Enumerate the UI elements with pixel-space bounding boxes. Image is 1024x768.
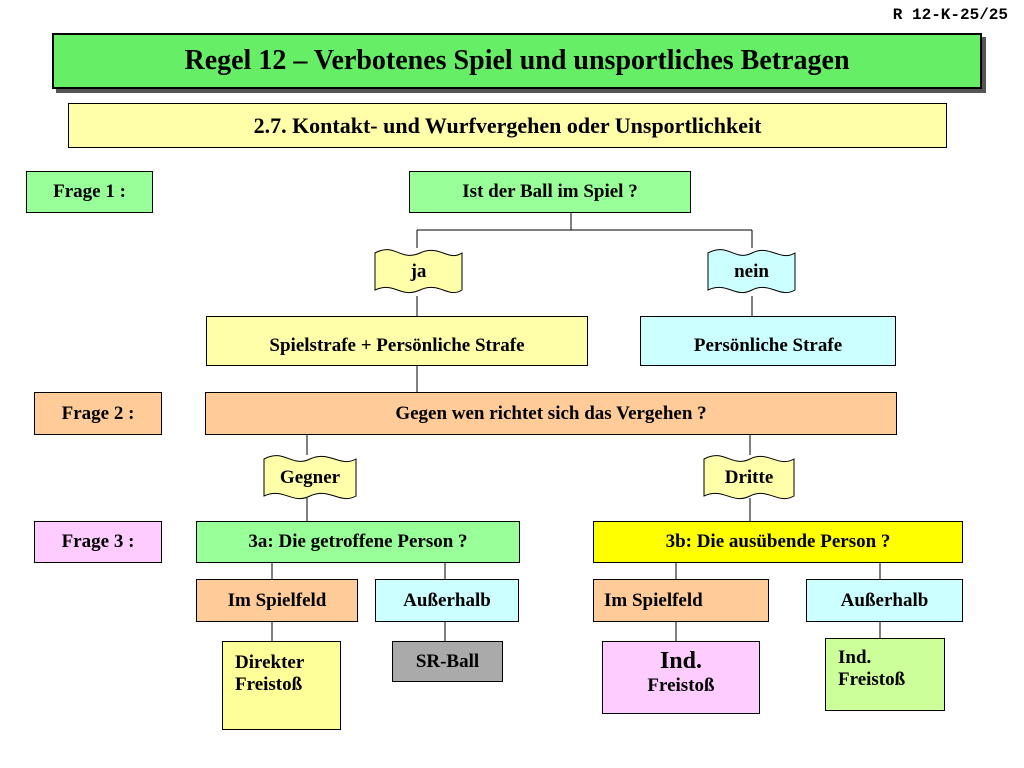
question-3-label: Frage 3 :: [34, 521, 162, 563]
question-1-label: Frage 1 :: [26, 171, 153, 213]
flag-nein-shape: [707, 249, 796, 294]
result-ind-freistoss-spielfeld-line1: Ind.: [659, 648, 703, 674]
result-direkter-freistoss: Direkter Freistoß: [222, 641, 341, 730]
q3b-im-spielfeld: Im Spielfeld: [593, 579, 769, 622]
section-subtitle: 2.7. Kontakt- und Wurfvergehen oder Unsp…: [68, 103, 947, 148]
branch-dritte: Dritte: [724, 467, 774, 488]
q3a-im-spielfeld: Im Spielfeld: [196, 579, 358, 622]
q3a-ausserhalb: Außerhalb: [375, 579, 519, 622]
result-direkter-freistoss-line1: Direkter: [235, 652, 305, 673]
question-1-box: Ist der Ball im Spiel ?: [409, 171, 691, 213]
result-ind-freistoss-ausserhalb: Ind. Freistoß: [825, 638, 945, 711]
flag-dritte-shape: [703, 455, 795, 500]
page-title: Regel 12 – Verbotenes Spiel und unsportl…: [52, 33, 982, 89]
flag-ja-shape: [374, 249, 463, 294]
question-3a-box: 3a: Die getroffene Person ?: [196, 521, 520, 563]
result-ind-freistoss-ausserhalb-line1: Ind.: [838, 647, 872, 668]
q3b-ausserhalb: Außerhalb: [806, 579, 963, 622]
result-ind-freistoss-spielfeld-line2: Freistoß: [647, 675, 715, 696]
question-3b-box: 3b: Die ausübende Person ?: [593, 521, 963, 563]
question-2-label: Frage 2 :: [34, 392, 162, 435]
result-nein-box: Persönliche Strafe: [640, 316, 896, 366]
branch-nein: nein: [734, 261, 769, 282]
result-ind-freistoss-spielfeld: Ind. Freistoß: [602, 641, 760, 714]
result-sr-ball: SR-Ball: [392, 641, 503, 682]
result-direkter-freistoss-line2: Freistoß: [235, 674, 303, 695]
flag-gegner-shape: [263, 455, 357, 500]
branch-gegner: Gegner: [279, 467, 341, 488]
result-ja-box: Spielstrafe + Persönliche Strafe: [206, 316, 588, 366]
branch-ja: ja: [410, 261, 427, 282]
question-2-box: Gegen wen richtet sich das Vergehen ?: [205, 392, 897, 435]
result-ind-freistoss-ausserhalb-line2: Freistoß: [838, 669, 906, 690]
slide-reference: R 12-K-25/25: [892, 6, 1008, 24]
